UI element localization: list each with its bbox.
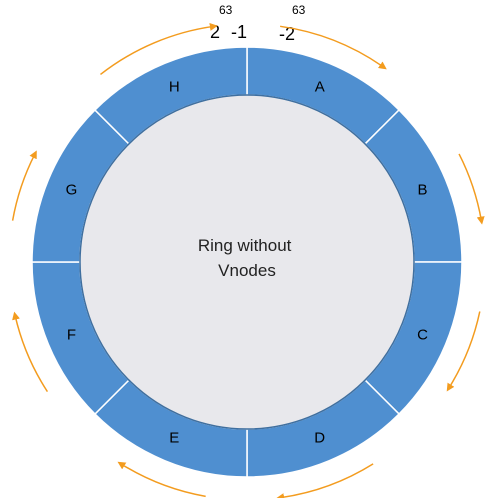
center-title-line-2: Vnodes [218, 261, 276, 280]
max-token-exponent: 63 [292, 3, 306, 17]
clockwise-arrow-icon [458, 153, 485, 225]
segment-label-f: F [67, 327, 76, 344]
segment-label-c: C [417, 327, 428, 344]
clockwise-arrow-icon [100, 22, 218, 76]
ring-segments [31, 46, 463, 478]
clockwise-arrow-icon [446, 311, 481, 392]
min-token-suffix: -1 [231, 22, 247, 42]
ring-inner-disk [79, 94, 415, 430]
center-title-line-1: Ring without [198, 236, 292, 255]
min-token-exponent: 63 [219, 3, 233, 17]
segment-label-h: H [169, 78, 180, 95]
direction-arrows [11, 22, 485, 498]
token-range-labels: 2 63 -1 -2 63 [210, 3, 306, 44]
segment-labels: A B C D E F G H [66, 78, 428, 446]
clockwise-arrow-icon [276, 463, 374, 498]
segment-label-d: D [314, 430, 325, 447]
min-token-base: 2 [210, 22, 220, 42]
clockwise-arrow-icon [11, 150, 37, 221]
clockwise-arrow-icon [12, 311, 49, 393]
segment-label-b: B [418, 181, 428, 198]
clockwise-arrow-icon [117, 461, 206, 498]
segment-label-a: A [315, 78, 325, 95]
clockwise-arrow-icon [280, 25, 387, 70]
segment-label-e: E [169, 430, 179, 447]
segment-label-g: G [66, 181, 78, 198]
center-title: Ring without Vnodes [198, 236, 296, 280]
max-token-base: -2 [279, 24, 295, 44]
